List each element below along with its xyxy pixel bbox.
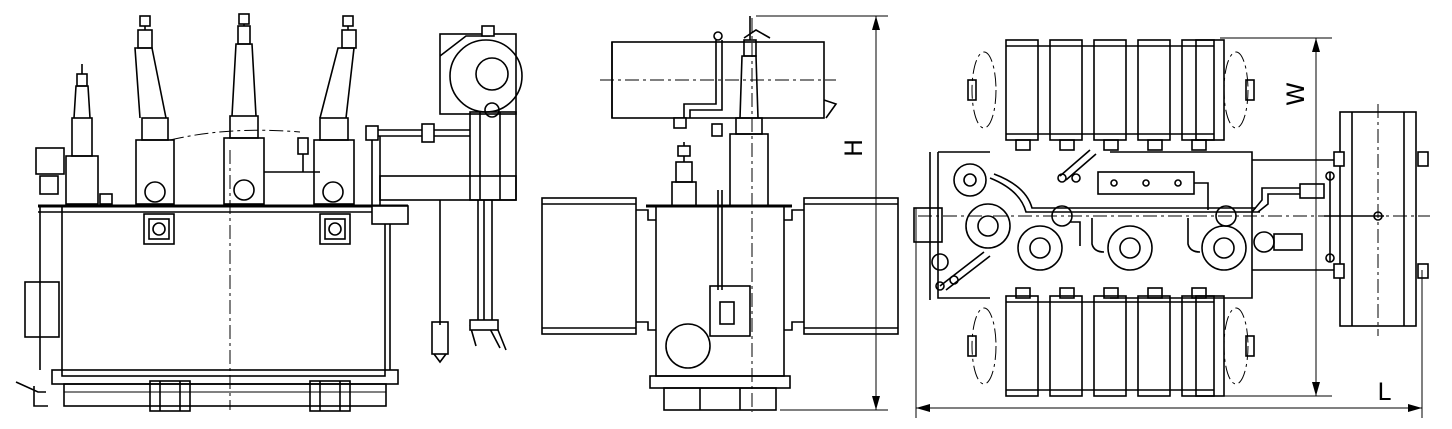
front-terminal-boxes: [143, 213, 351, 245]
length-dimension: L: [915, 208, 1423, 418]
top-radiators-lower: [967, 287, 1255, 397]
height-label: H: [840, 139, 868, 157]
side-relay: [671, 142, 697, 207]
side-conservator: [600, 29, 838, 137]
side-tank: [646, 190, 792, 411]
front-bus-connection: [169, 129, 320, 173]
front-tank: [38, 150, 408, 410]
height-dimension: H: [756, 15, 888, 411]
length-label: L: [1377, 378, 1391, 406]
top-conservator: [1252, 104, 1429, 336]
front-side-box: [15, 147, 65, 407]
top-view: W L: [913, 37, 1430, 418]
top-radiators-upper: [967, 39, 1255, 151]
front-jacking-pads: [149, 380, 351, 412]
front-conservator: [365, 25, 523, 364]
top-piping: [935, 149, 1325, 291]
front-view: [15, 13, 523, 412]
side-bushing: [729, 16, 769, 412]
front-neutral-bushing: [65, 64, 113, 205]
width-dimension: W: [1220, 37, 1332, 397]
side-radiator-left: [541, 197, 656, 335]
top-bushings: [931, 163, 1303, 271]
side-view: H: [541, 15, 899, 412]
width-label: W: [1282, 82, 1310, 106]
front-hv-bushing-2: [223, 13, 265, 205]
side-radiator-right: [784, 197, 899, 335]
front-hv-bushing-1: [134, 15, 175, 205]
front-hv-bushing-3: [313, 15, 357, 205]
